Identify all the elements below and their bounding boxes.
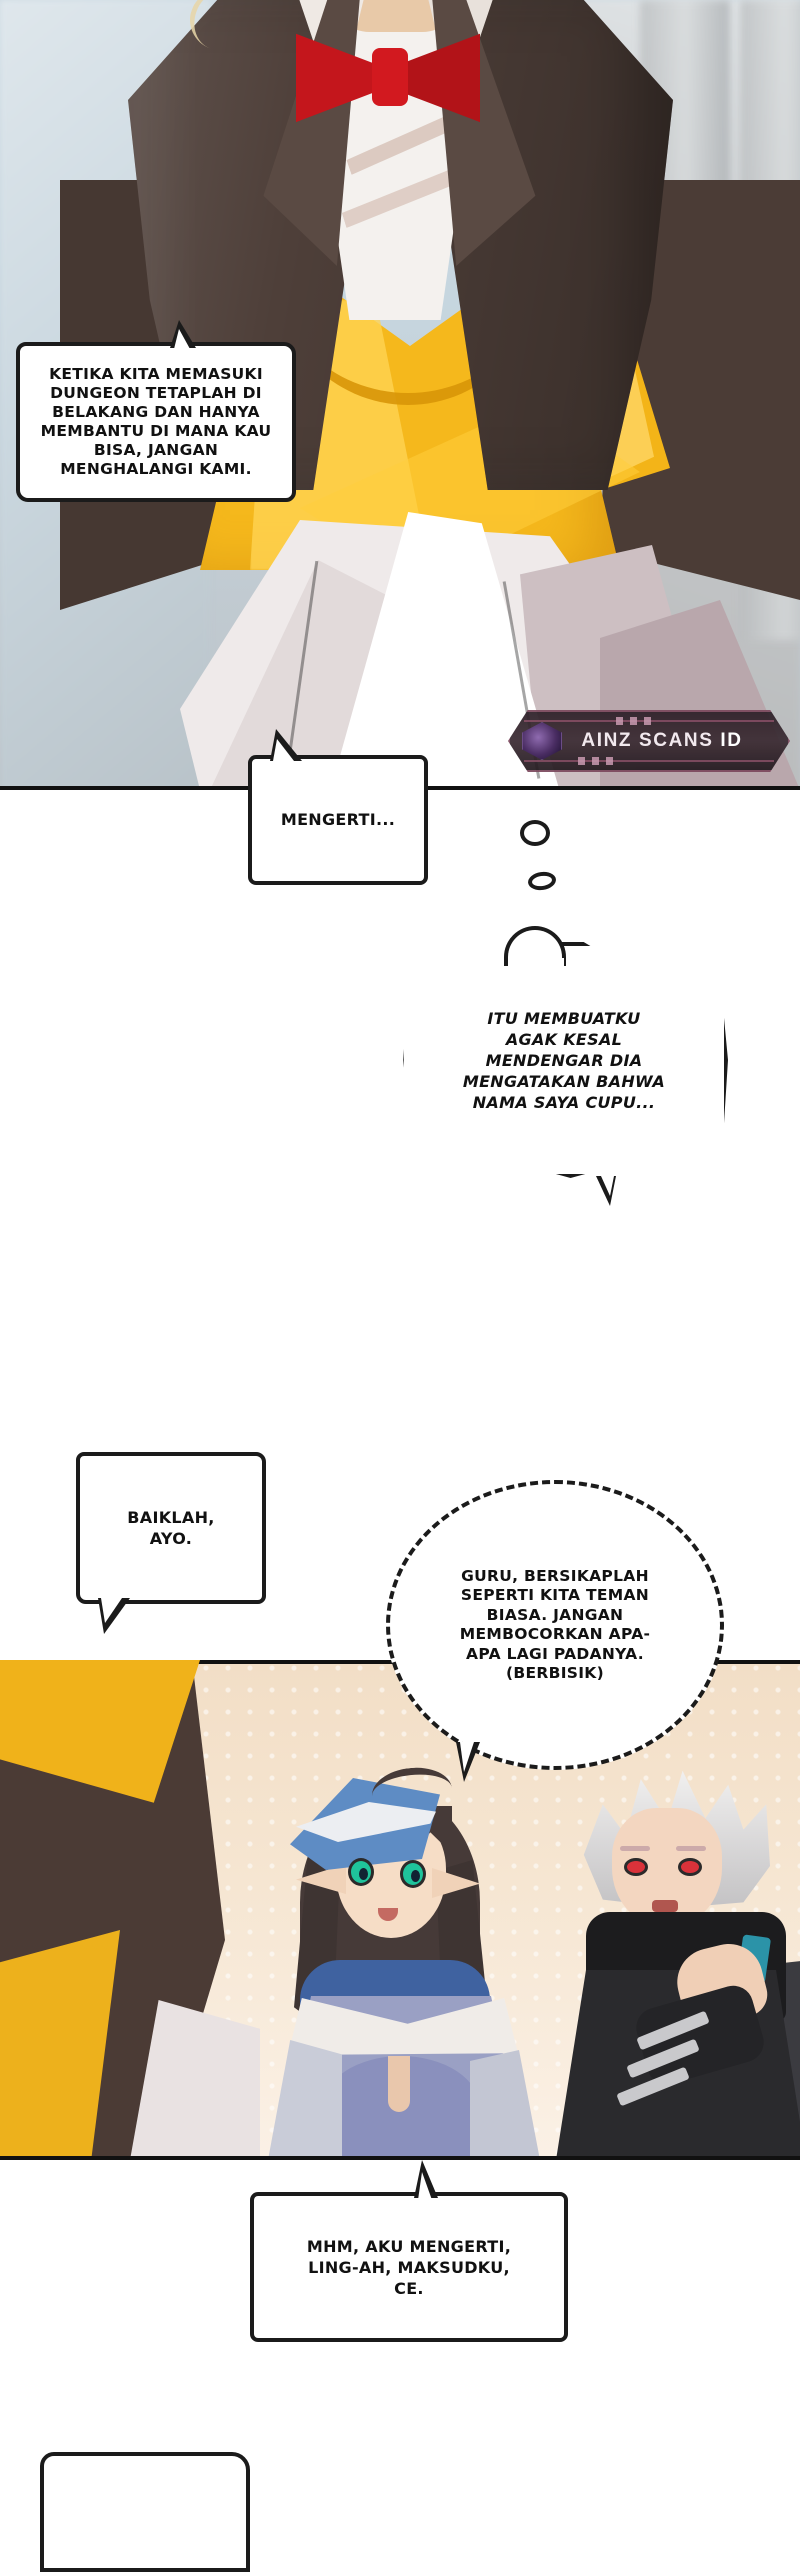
bubble-text: KETIKA KITA MEMASUKI DUNGEON TETAPLAH DI… [40, 365, 272, 478]
bubble-text: MHM, AKU MENGERTI, LING-AH, MAKSUDKU, CE… [306, 2236, 512, 2298]
boy-mouth [652, 1900, 678, 1912]
bubble-text: BAIKLAH, AYO. [127, 1508, 215, 1548]
whisper-bubble-tail [456, 1742, 480, 1782]
panel-knight-upper-body: KETIKA KITA MEMASUKI DUNGEON TETAPLAH DI… [0, 0, 800, 790]
bubble-tail [170, 320, 196, 349]
thought-bubble-bump-mask [508, 958, 564, 970]
watermark-main-text: AINZ SCANS [581, 730, 714, 751]
bubble-text: MENGERTI... [280, 810, 396, 829]
speech-bubble-mengerti: MENGERTI... [248, 729, 428, 885]
watermark-dash-3 [644, 717, 651, 725]
speech-bubble-empty-partial [40, 2452, 250, 2572]
ainz-scans-watermark: AINZ SCANS ID [508, 710, 790, 772]
bubble-tail [270, 729, 302, 761]
watermark-line-bottom [524, 760, 774, 762]
bowtie-knot [372, 48, 408, 106]
boy-brow-right [676, 1846, 706, 1851]
boy-eye-right [678, 1858, 702, 1876]
watermark-dash-2 [630, 717, 637, 725]
panel-two-characters [0, 1660, 800, 2160]
thought-bubble-body [403, 942, 728, 1178]
watermark-label: AINZ SCANS ID [555, 730, 742, 752]
thought-bubble-tail [596, 1176, 616, 1206]
boy-eye-left [624, 1858, 648, 1876]
elf-girl-shoulder-armor-left [268, 2040, 342, 2160]
speech-bubble-instructions: KETIKA KITA MEMASUKI DUNGEON TETAPLAH DI… [16, 320, 296, 502]
bubble-tail [98, 1598, 130, 1634]
boy-brow-left [620, 1846, 650, 1851]
elf-girl-eye-left [348, 1858, 374, 1886]
elf-girl-pupil-right [411, 1870, 420, 1882]
bubble-text: ITU MEMBUATKU AGAK KESAL MENDENGAR DIA M… [462, 1008, 666, 1112]
thought-dot-large [520, 820, 550, 846]
elf-girl-shoulder-armor-right [470, 2050, 540, 2160]
elf-girl-pupil-left [359, 1868, 368, 1880]
watermark-dash-6 [606, 757, 613, 765]
watermark-suffix-text: ID [720, 730, 743, 751]
bubble-tail [414, 2160, 438, 2200]
elf-girl-eye-right [400, 1860, 426, 1888]
watermark-dash-5 [592, 757, 599, 765]
bubble-text: GURU, BERSIKAPLAH SEPERTI KITA TEMAN BIA… [459, 1566, 651, 1683]
speech-bubble-baiklah: BAIKLAH, AYO. [76, 1452, 266, 1634]
watermark-dash-4 [578, 757, 585, 765]
watermark-dash-1 [616, 717, 623, 725]
elf-girl-mouth [378, 1908, 398, 1921]
speech-bubble-mhm: MHM, AKU MENGERTI, LING-AH, MAKSUDKU, CE… [250, 2160, 568, 2342]
elf-girl-ahoge [369, 1763, 455, 1821]
elf-girl-chest-skin [388, 2056, 410, 2112]
whisper-bubble-guru: GURU, BERSIKAPLAH SEPERTI KITA TEMAN BIA… [386, 1480, 724, 1770]
thought-bubble-annoyed: ITU MEMBUATKU AGAK KESAL MENDENGAR DIA M… [400, 926, 728, 1206]
